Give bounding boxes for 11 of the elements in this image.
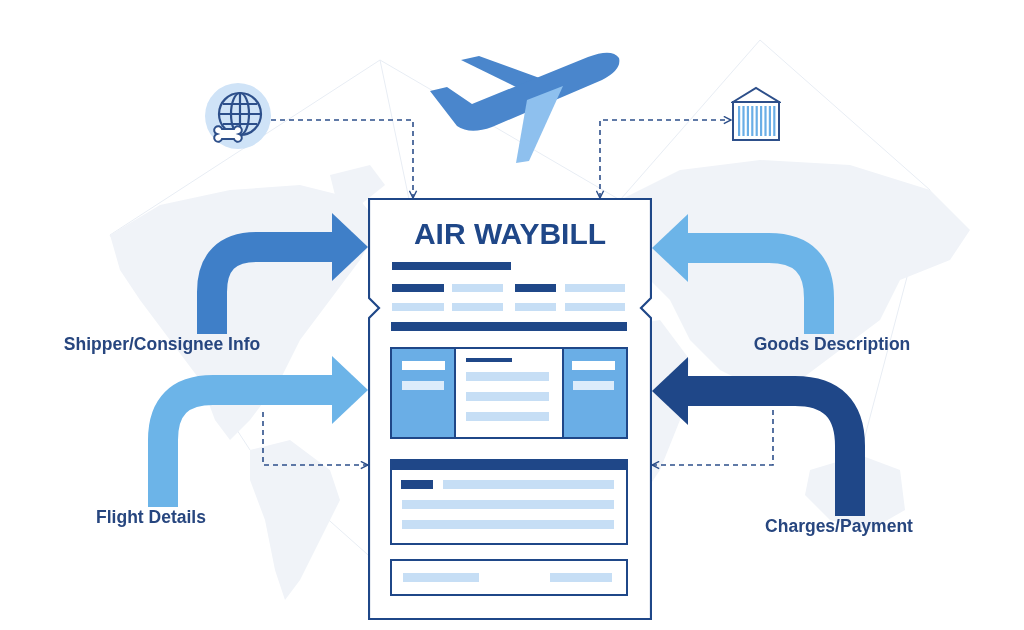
category-label: Shipper/Consignee Info <box>63 334 261 354</box>
shipping-container-icon <box>731 85 781 143</box>
category-label: Goods Description <box>753 334 911 354</box>
dashed-arrow <box>262 411 369 470</box>
category-label: Flight Details <box>96 507 206 527</box>
dashed-arrow <box>595 115 732 199</box>
globe-icon <box>205 83 271 149</box>
curved-arrow <box>652 357 865 516</box>
document-sheet <box>368 198 652 620</box>
dashed-arrow <box>270 119 418 199</box>
document-title: AIR WAYBILL <box>412 217 608 251</box>
